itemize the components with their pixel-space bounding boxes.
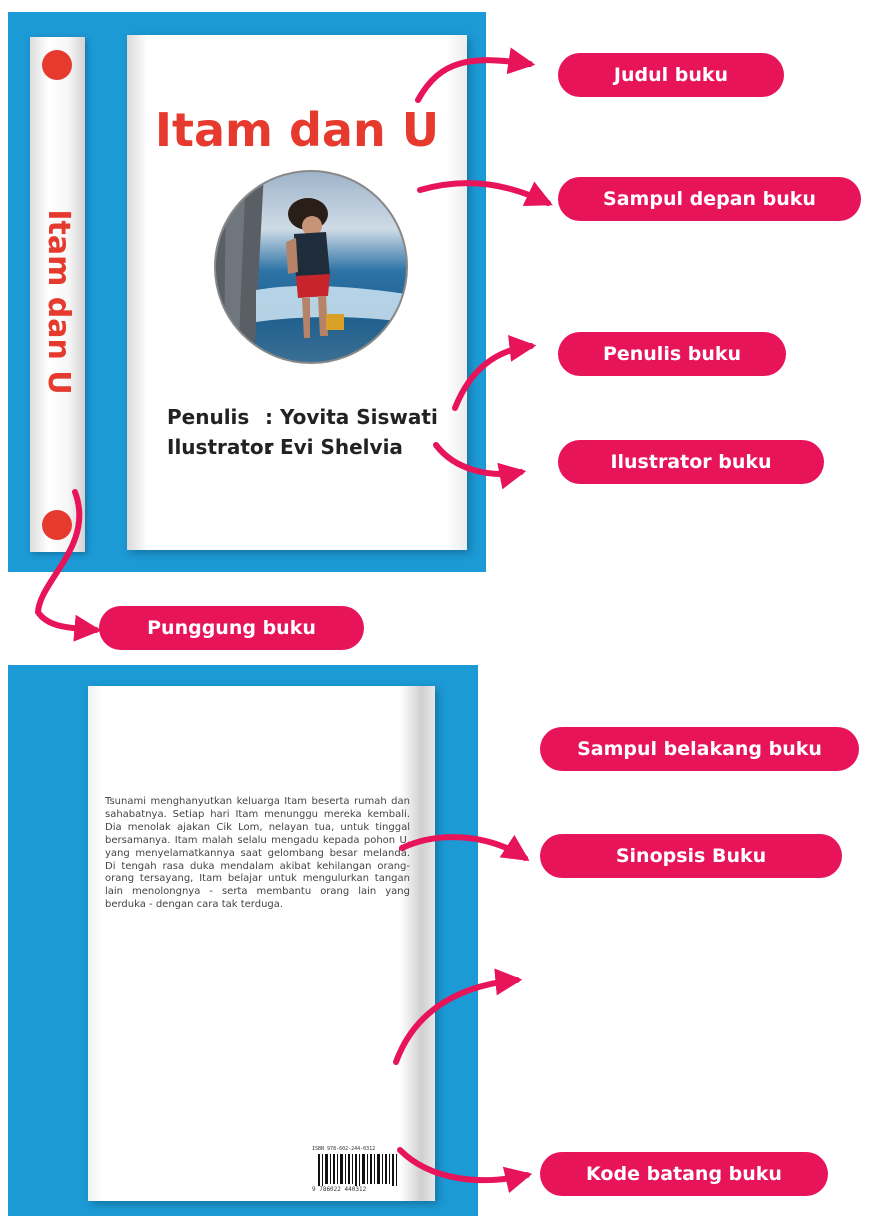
arrow-sampul-depan — [417, 180, 553, 206]
arrow-penulis — [452, 334, 537, 411]
book-title: Itam dan U — [154, 103, 440, 157]
front-cover: Itam dan U Penulis : Yovita Siswati Ilus… — [127, 35, 467, 550]
back-cover: Tsunami menghanyutkan keluarga Itam bese… — [88, 686, 435, 1201]
illustrator-row: Ilustrator : Evi Shelvia — [167, 432, 467, 462]
spine-top-dot — [42, 50, 72, 80]
illustrator-label: Ilustrator — [167, 435, 274, 459]
label-judul-buku: Judul buku — [558, 53, 784, 97]
arrow-kode-batang — [397, 1147, 533, 1194]
synopsis-text: Tsunami menghanyutkan keluarga Itam bese… — [105, 796, 410, 911]
barcode: ISBN 978-602-244-0312 9 786022 440312 — [312, 1146, 404, 1196]
arrow-punggung — [34, 489, 102, 642]
label-ilustrator-buku: Ilustrator buku — [558, 440, 824, 484]
label-sinopsis-buku: Sinopsis Buku — [540, 834, 842, 878]
arrow-judul — [415, 47, 536, 103]
label-punggung-buku: Punggung buku — [99, 606, 364, 650]
cover-illustration — [214, 170, 408, 364]
isbn-text: ISBN 978-602-244-0312 — [312, 1146, 376, 1152]
credits: Penulis : Yovita Siswati Ilustrator : Ev… — [167, 402, 467, 462]
writer-name: : Yovita Siswati — [265, 405, 438, 429]
arrow-sampul-belakang — [393, 968, 523, 1065]
label-sampul-depan: Sampul depan buku — [558, 177, 861, 221]
label-sampul-belakang: Sampul belakang buku — [540, 727, 859, 771]
spine-bottom-dot — [42, 510, 72, 540]
book-spine: Itam dan U — [30, 37, 85, 552]
arrow-sinopsis — [399, 834, 530, 861]
barcode-bars — [318, 1154, 397, 1186]
barcode-digits: 9 786022 440312 — [312, 1186, 367, 1193]
writer-label: Penulis — [167, 405, 250, 429]
illustrator-name: : Evi Shelvia — [265, 435, 403, 459]
label-kode-batang: Kode batang buku — [540, 1152, 828, 1196]
arrow-ilustrator — [433, 442, 527, 490]
writer-row: Penulis : Yovita Siswati — [167, 402, 467, 432]
label-penulis-buku: Penulis buku — [558, 332, 786, 376]
